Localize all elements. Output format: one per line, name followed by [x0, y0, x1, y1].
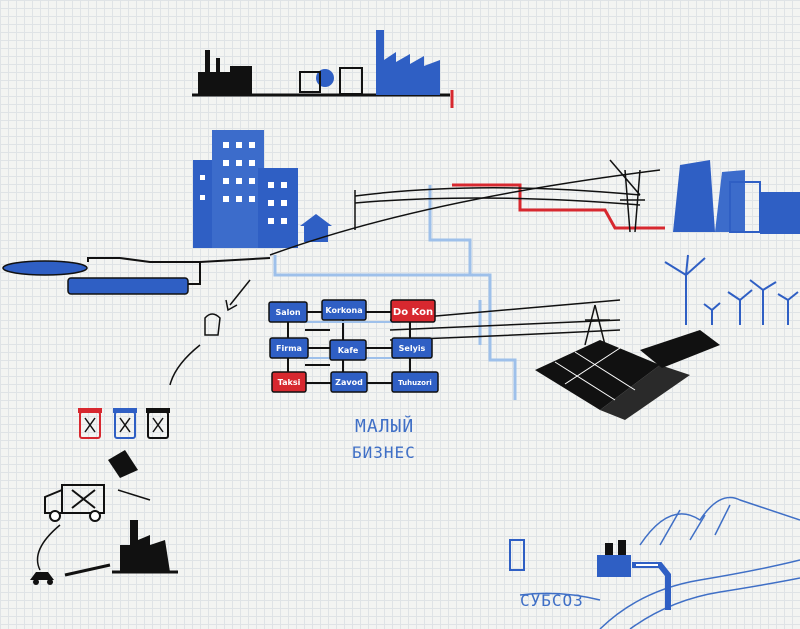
- svg-text:Kafe: Kafe: [338, 346, 359, 355]
- business-kafe: Kafe: [329, 339, 367, 361]
- business-salon: Salon: [268, 301, 308, 323]
- power-station: [673, 160, 800, 234]
- trash-bin-icon: [113, 408, 137, 439]
- subsoil-station: [509, 539, 671, 610]
- business-firma: Firma: [269, 337, 309, 359]
- utility-pipes: [273, 185, 517, 400]
- business-network: Salon Korkona Do Kon Firma Kafe Selyis T…: [268, 299, 439, 393]
- solar-panels: [535, 330, 720, 420]
- business-korkona: Korkona: [321, 299, 367, 321]
- business-taksi: Taksi: [271, 371, 307, 393]
- garbage-truck-icon: [44, 484, 105, 522]
- svg-text:Korkona: Korkona: [325, 306, 362, 315]
- svg-text:Tuhuzori: Tuhuzori: [398, 379, 432, 387]
- svg-text:Salon: Salon: [275, 308, 300, 317]
- residential-buildings: [193, 130, 332, 248]
- business-zavod: Zavod: [330, 371, 368, 393]
- trash-bin-icon: [78, 408, 102, 439]
- business-dokon: Do Kon: [390, 299, 436, 323]
- subsoil-label: СУБСОЗ: [520, 591, 584, 610]
- wind-farm: [664, 254, 799, 325]
- car-icon: [30, 572, 54, 585]
- svg-text:Firma: Firma: [276, 344, 302, 353]
- heat-pipe: [452, 183, 665, 230]
- business-selyis: Selyis: [391, 337, 433, 359]
- business-tuhuzar: Tuhuzori: [391, 371, 439, 393]
- trash-bin-icon: [146, 408, 170, 439]
- svg-text:Zavod: Zavod: [335, 378, 363, 387]
- industrial-zone: [192, 30, 454, 108]
- svg-text:Selyis: Selyis: [399, 344, 426, 353]
- water-treatment: [2, 257, 271, 295]
- river-landscape: [519, 496, 800, 629]
- small-business-label-line1: МАЛЫЙ: [355, 415, 414, 437]
- small-business-label-line2: БИЗНЕС: [352, 443, 416, 462]
- svg-text:Taksi: Taksi: [278, 378, 301, 387]
- waste-flow: [30, 279, 251, 585]
- recycling-plant: [112, 520, 178, 574]
- svg-text:Do Kon: Do Kon: [393, 307, 433, 318]
